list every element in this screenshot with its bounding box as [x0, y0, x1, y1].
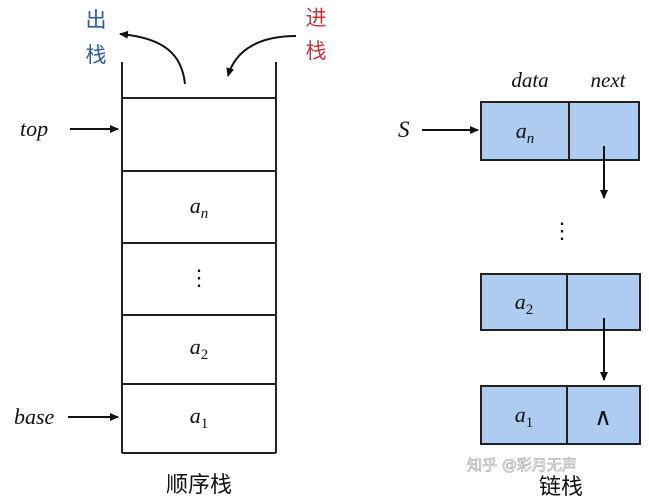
pop-label-char-1: 出: [86, 8, 107, 32]
push-label-char-2: 栈: [306, 39, 327, 63]
base-label: base: [14, 404, 55, 429]
top-label: top: [20, 116, 48, 141]
next-header: next: [591, 68, 627, 92]
node-data-cell: [480, 101, 570, 161]
linked-stack-caption: 链栈: [539, 475, 583, 500]
stack-cell-ellipsis: ⋮: [188, 265, 210, 290]
null-pointer-symbol: ∧: [594, 405, 612, 431]
node-value: a2: [515, 289, 534, 318]
pop-label-char-2: 栈: [86, 43, 107, 67]
node-a2: a2: [480, 273, 641, 331]
sequential-stack: an ⋮ a2 a1 出 栈 出栈 进 栈 进栈 top base 顺序栈: [14, 6, 327, 498]
stack-cell-a1: a1: [190, 403, 209, 432]
node-an: an: [480, 101, 640, 161]
node-a1: a1 ∧: [480, 385, 641, 445]
node-next-cell: [566, 385, 641, 445]
linked-stack: data next S an ⋮ a2 a1 ∧: [398, 68, 641, 500]
seq-stack-caption: 顺序栈: [166, 473, 232, 498]
node-data-cell: [480, 385, 568, 445]
node-ellipsis: ⋮: [551, 218, 573, 243]
pop-arrow: [119, 30, 186, 85]
push-label-char-1: 进: [306, 6, 327, 30]
watermark: 知乎 @彩月无声: [467, 456, 577, 474]
node-value: an: [516, 118, 535, 147]
stack-cell-an: an: [190, 193, 209, 222]
stack-cell-a2: a2: [190, 334, 209, 363]
data-header: data: [511, 68, 548, 92]
node-value: a1: [515, 402, 534, 431]
stack-pointer-label: S: [398, 117, 410, 142]
push-arrow: [226, 35, 297, 77]
